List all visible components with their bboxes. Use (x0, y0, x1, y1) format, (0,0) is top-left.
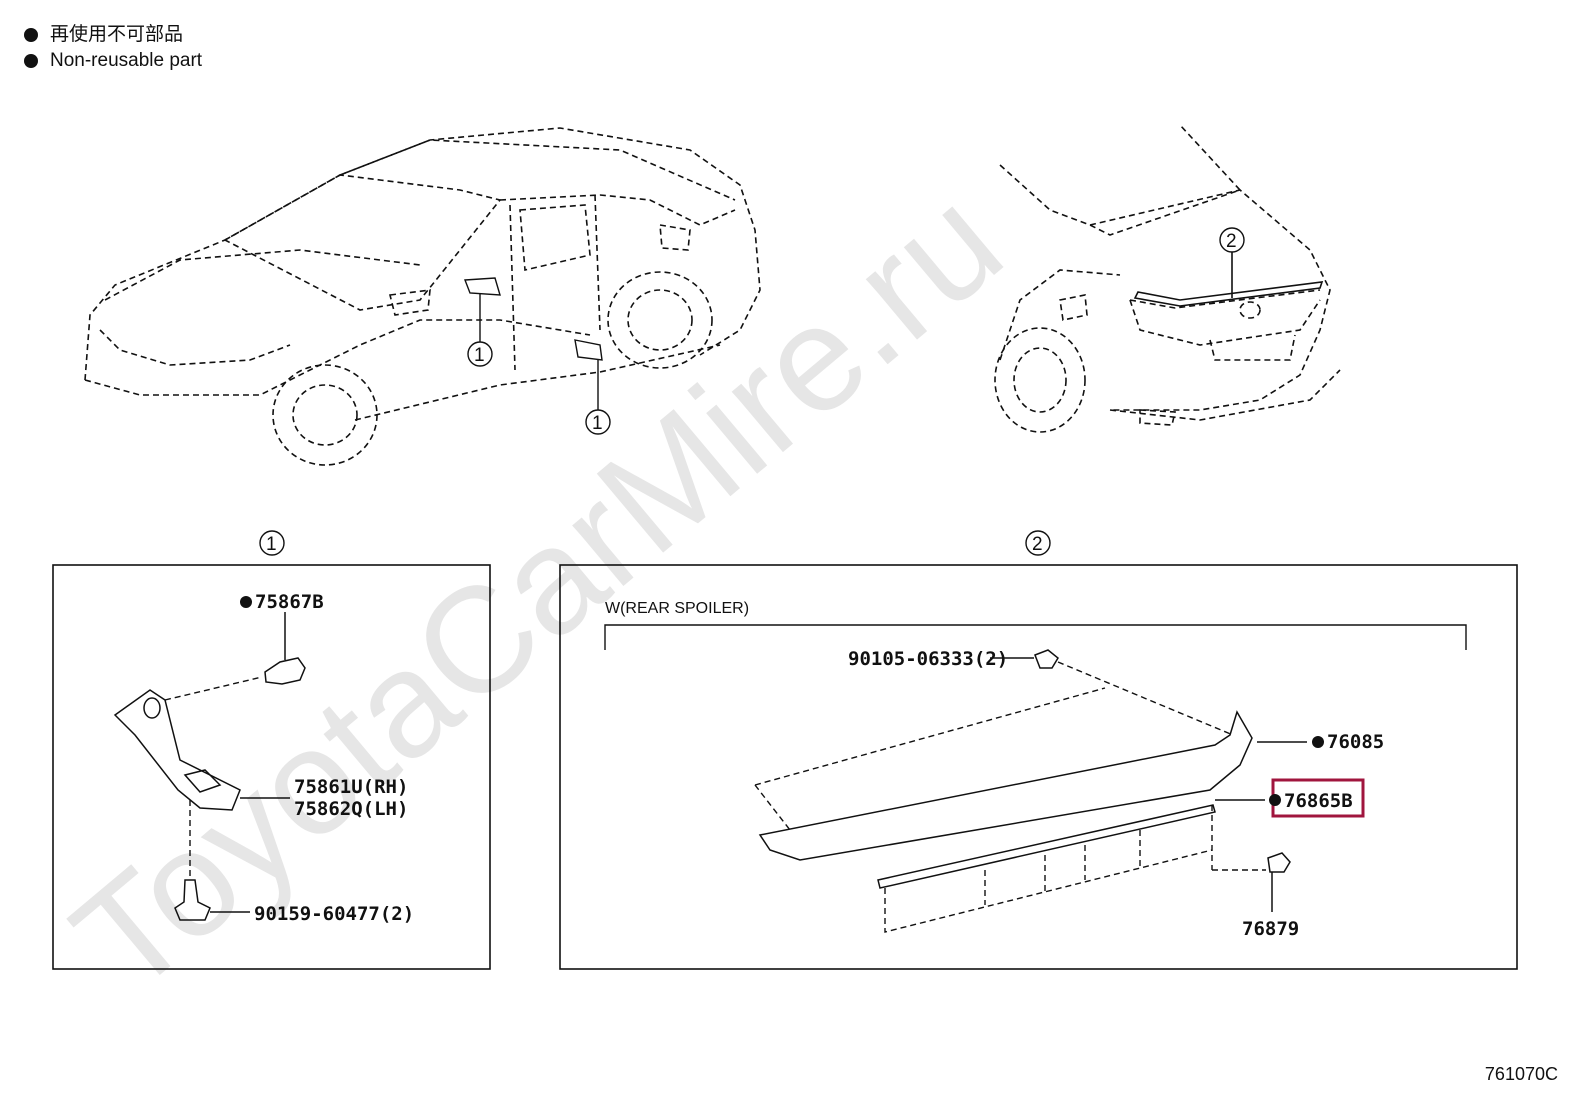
bolt-part-shape (1034, 649, 1059, 669)
rear-spoiler-outline (1133, 252, 1324, 307)
part-label-75862q[interactable]: 75862Q(LH) (294, 798, 408, 820)
bracket-part-shape (113, 689, 241, 811)
panel-1-drawing (113, 612, 306, 921)
spoiler-part-shape (758, 710, 1253, 861)
callout-1-lower: 1 (585, 409, 611, 435)
screw-part-shape (174, 879, 211, 921)
svg-text:2: 2 (1226, 231, 1237, 252)
svg-text:1: 1 (266, 534, 277, 555)
nonreusable-marker-76865b (1269, 794, 1281, 806)
sill-bracket-shape-lower (574, 339, 603, 361)
clip-part-shape (264, 657, 306, 685)
callout-2-rear: 2 (1219, 227, 1245, 253)
svg-text:1: 1 (592, 413, 603, 434)
watermark: ToyotaCarMire.ru (43, 156, 1032, 1024)
figure-id: 761070C (1484, 1064, 1558, 1084)
legend-row-jp: 再使用不可部品 (24, 22, 202, 48)
car-rear-view (994, 124, 1341, 433)
legend-text-en: Non-reusable part (50, 50, 203, 71)
panel-2-dashed-leaders (754, 661, 1266, 933)
part-label-76879[interactable]: 76879 (1242, 918, 1299, 940)
front-callout-leaders (464, 277, 603, 410)
non-reusable-dot-icon (24, 54, 38, 68)
part-label-75861u[interactable]: 75861U(RH) (294, 776, 408, 798)
section-label-rear-spoiler: W(REAR SPOILER) (605, 600, 749, 617)
callout-1-upper: 1 (467, 341, 493, 367)
part-label-76085[interactable]: 76085 (1327, 731, 1384, 753)
seal-strip-part-shape (877, 804, 1216, 889)
part-label-76865b[interactable]: 76865B (1284, 790, 1353, 812)
panel-1-dashed-leaders (164, 676, 263, 878)
non-reusable-dot-icon (24, 28, 38, 42)
legend-row-en: Non-reusable part (24, 48, 202, 74)
svg-text:2: 2 (1032, 534, 1043, 555)
sill-bracket-shape-upper (464, 277, 501, 296)
panel-2-frame (559, 564, 1518, 970)
clip-76879-part-shape (1267, 852, 1291, 873)
car-front-view (84, 127, 761, 466)
legend-text-jp: 再使用不可部品 (50, 24, 184, 45)
nonreusable-marker-76085 (1312, 736, 1324, 748)
section-bracket (604, 624, 1467, 650)
part-label-90105[interactable]: 90105-06333(2) (848, 648, 1008, 670)
panel-1-header: 1 (259, 530, 285, 556)
panel-1-frame (52, 564, 491, 970)
part-label-90159[interactable]: 90159-60477(2) (254, 903, 414, 925)
part-label-75867b[interactable]: 75867B (255, 591, 324, 613)
legend: 再使用不可部品 Non-reusable part (24, 22, 202, 74)
panel-2-drawing (758, 649, 1307, 912)
nonreusable-marker-75867b (240, 596, 252, 608)
panel-2-header: 2 (1025, 530, 1051, 556)
svg-text:1: 1 (474, 345, 485, 366)
